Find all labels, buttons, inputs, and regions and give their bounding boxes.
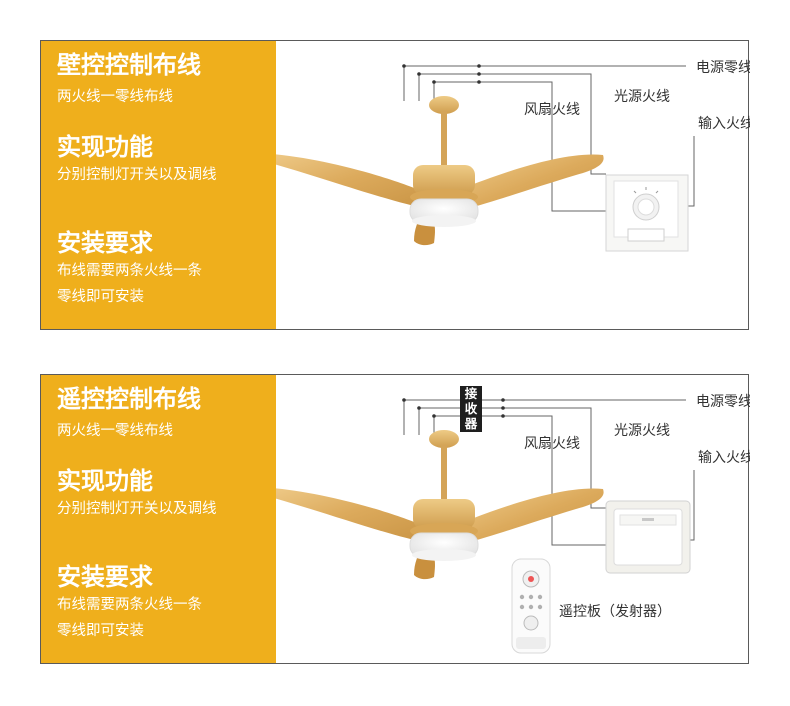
requirement-heading: 安装要求 bbox=[57, 229, 153, 257]
junction-dot bbox=[417, 72, 421, 76]
input-live-label: 输入火线 bbox=[698, 450, 750, 466]
neutral-label: 电源零线 bbox=[696, 60, 750, 76]
wiring-summary: 两火线一零线布线 bbox=[57, 423, 173, 439]
light-live-label: 光源火线 bbox=[614, 423, 670, 439]
receiver-char: 接 bbox=[464, 386, 478, 401]
requirement-text-line1: 布线需要两条火线一条 bbox=[57, 263, 202, 279]
wiring-diagram-svg: 遥控板（发射器） 电源零线 光源火线 风扇火线 输入火线 bbox=[256, 394, 754, 654]
wall-rocker-switch bbox=[605, 500, 691, 574]
receiver-char: 器 bbox=[464, 416, 478, 431]
receiver-char: 收 bbox=[464, 401, 478, 416]
junction-dot bbox=[432, 414, 436, 418]
junction-dot bbox=[501, 406, 505, 410]
fan-live-label: 风扇火线 bbox=[524, 102, 580, 118]
remote-control bbox=[511, 558, 551, 654]
receiver-box: 接 收 器 bbox=[460, 386, 482, 432]
junction-dot bbox=[417, 406, 421, 410]
requirement-text-line1: 布线需要两条火线一条 bbox=[57, 597, 202, 613]
wiring-diagram: 遥控板（发射器） 电源零线 光源火线 风扇火线 输入火线 接 收 器 bbox=[256, 375, 754, 663]
wiring-summary: 两火线一零线布线 bbox=[57, 89, 173, 105]
info-column: 遥控控制布线 两火线一零线布线 实现功能 分别控制灯开关以及调线 安装要求 布线… bbox=[41, 375, 276, 663]
function-text: 分别控制灯开关以及调线 bbox=[57, 167, 217, 183]
info-column: 壁控控制布线 两火线一零线布线 实现功能 分别控制灯开关以及调线 安装要求 布线… bbox=[41, 41, 276, 329]
junction-dot bbox=[402, 64, 406, 68]
function-text: 分别控制灯开关以及调线 bbox=[57, 501, 217, 517]
panel-title: 遥控控制布线 bbox=[57, 385, 201, 413]
wall-dimmer-switch bbox=[605, 174, 689, 252]
requirement-text-line2: 零线即可安装 bbox=[57, 289, 144, 305]
wiring-diagram: 电源零线 光源火线 风扇火线 输入火线 bbox=[256, 41, 754, 329]
fan-live-wire bbox=[433, 81, 606, 212]
junction-dot bbox=[501, 414, 505, 418]
function-heading: 实现功能 bbox=[57, 467, 153, 495]
remote-label: 遥控板（发射器） bbox=[559, 604, 671, 620]
light-live-wire bbox=[418, 407, 606, 509]
junction-dot bbox=[501, 398, 505, 402]
junction-dot bbox=[402, 398, 406, 402]
fan-live-wire bbox=[433, 415, 606, 546]
requirement-text-line2: 零线即可安装 bbox=[57, 623, 144, 639]
function-heading: 实现功能 bbox=[57, 133, 153, 161]
ceiling-fan bbox=[256, 430, 604, 580]
junction-dot bbox=[477, 64, 481, 68]
light-live-label: 光源火线 bbox=[614, 89, 670, 105]
ceiling-fan bbox=[256, 96, 604, 246]
neutral-label: 电源零线 bbox=[696, 394, 750, 410]
input-live-label: 输入火线 bbox=[698, 116, 750, 132]
requirement-heading: 安装要求 bbox=[57, 563, 153, 591]
fan-live-label: 风扇火线 bbox=[524, 436, 580, 452]
light-live-wire bbox=[418, 73, 606, 175]
junction-dot bbox=[477, 80, 481, 84]
remote-control-panel: 遥控控制布线 两火线一零线布线 实现功能 分别控制灯开关以及调线 安装要求 布线… bbox=[40, 374, 754, 664]
junction-dot bbox=[477, 72, 481, 76]
wiring-diagram-svg: 电源零线 光源火线 风扇火线 输入火线 bbox=[256, 60, 754, 252]
junction-dot bbox=[432, 80, 436, 84]
panel-title: 壁控控制布线 bbox=[57, 51, 201, 79]
wall-control-panel: 壁控控制布线 两火线一零线布线 实现功能 分别控制灯开关以及调线 安装要求 布线… bbox=[40, 40, 754, 330]
